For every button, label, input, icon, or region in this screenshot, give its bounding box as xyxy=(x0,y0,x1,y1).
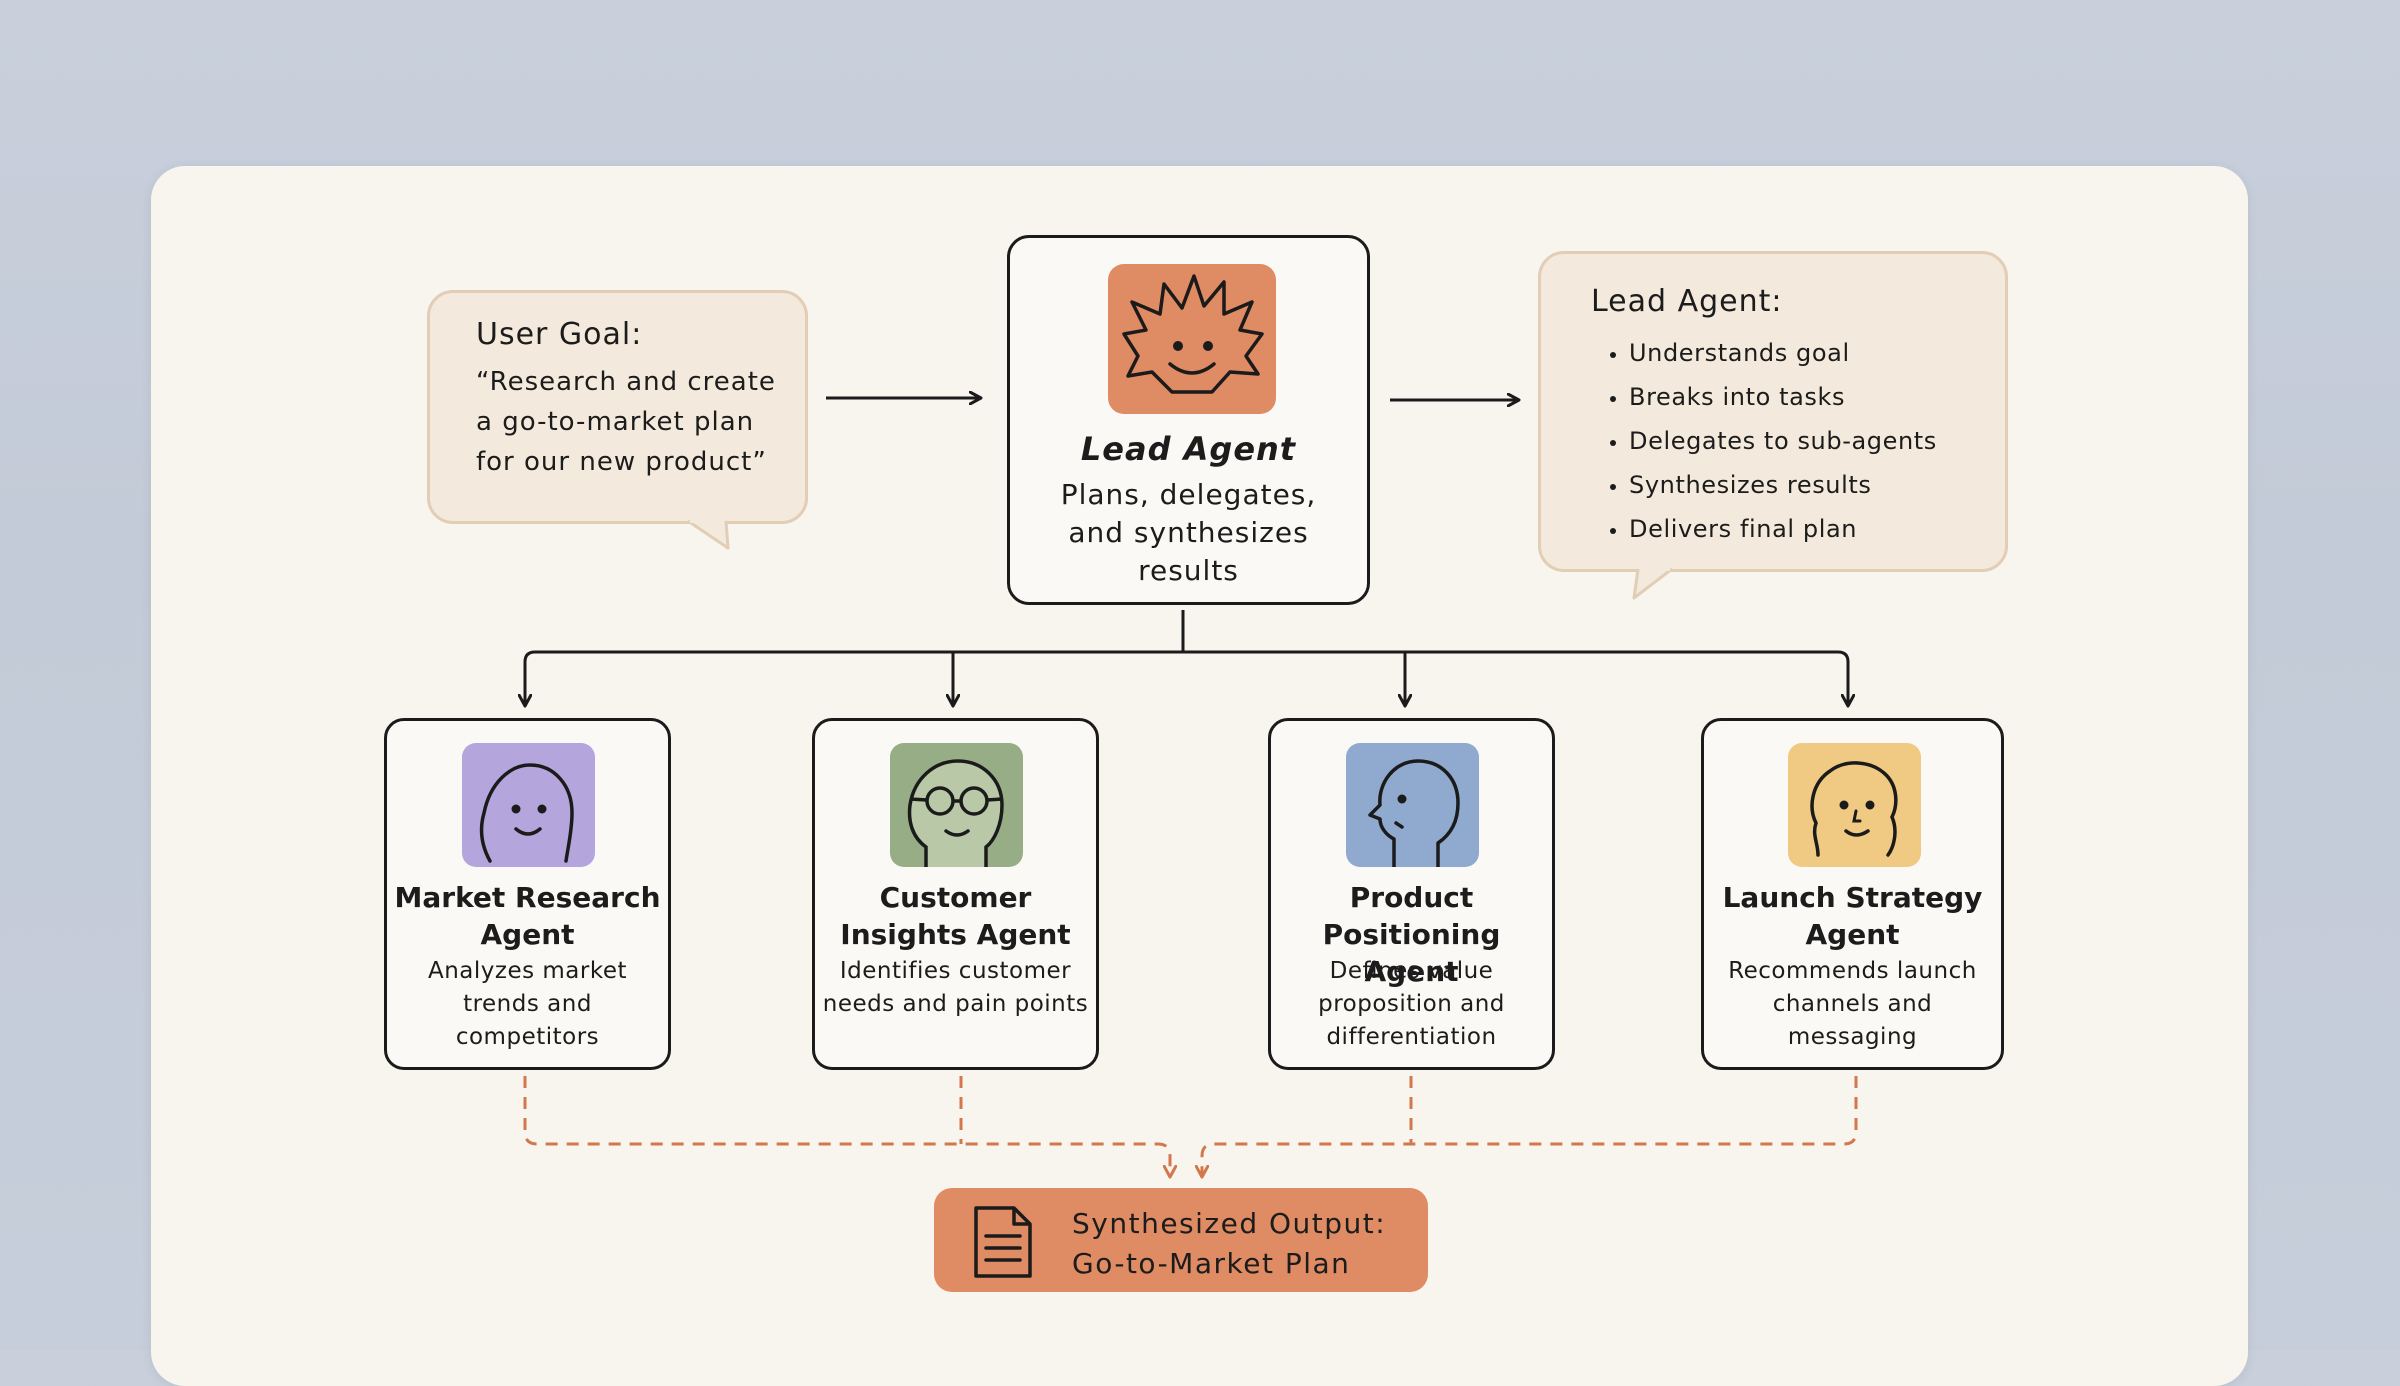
agent-name: Product Positioning Agent xyxy=(1322,881,1501,988)
lead-to-agents-connector xyxy=(525,610,1848,705)
lead-agent-description: Plans, delegates, and synthesizes result… xyxy=(1060,478,1317,587)
lead-info-item: Understands goal xyxy=(1629,331,2005,375)
agent-description: Identifies customer needs and pain point… xyxy=(822,958,1089,1017)
synthesized-output-box: Synthesized Output: Go-to-Market Plan xyxy=(934,1188,1428,1292)
lead-info-item: Synthesizes results xyxy=(1629,463,2005,507)
lead-info-bubble: Lead Agent: Understands goal Breaks into… xyxy=(1538,251,2008,572)
lead-info-title: Lead Agent: xyxy=(1591,284,1783,319)
user-goal-bubble-tail xyxy=(687,518,730,550)
lead-agent-name: Lead Agent xyxy=(1080,430,1297,468)
output-label: Synthesized Output: xyxy=(1072,1207,1387,1240)
output-value: Go-to-Market Plan xyxy=(1072,1247,1351,1280)
customer-insights-agent-card: Customer Insights Agent Identifies custo… xyxy=(812,718,1099,1070)
user-goal-bubble: User Goal: “Research and create a go-to-… xyxy=(427,290,808,524)
profile-head-icon xyxy=(1346,743,1479,869)
agent-name: Launch Strategy Agent xyxy=(1722,881,1983,951)
agents-to-output-connector xyxy=(523,1076,1858,1176)
blob-face-icon xyxy=(1788,743,1921,867)
user-goal-quote: “Research and create a go-to-market plan… xyxy=(476,367,776,477)
document-icon xyxy=(974,1206,1032,1278)
product-positioning-agent-card: Product Positioning Agent Defines value … xyxy=(1268,718,1555,1070)
launch-strategy-agent-card: Launch Strategy Agent Recommends launch … xyxy=(1701,718,2004,1070)
spiky-face-icon xyxy=(1108,264,1276,414)
lead-agent-card: Lead Agent Plans, delegates, and synthes… xyxy=(1007,235,1370,605)
connectors xyxy=(0,0,1858,1350)
agent-name: Market Research Agent xyxy=(394,881,661,951)
lead-info-item: Breaks into tasks xyxy=(1629,375,2005,419)
user-goal-title: User Goal: xyxy=(476,317,643,352)
agent-description: Recommends launch channels and messaging xyxy=(1728,958,1977,1050)
lead-info-item: Delegates to sub-agents xyxy=(1629,419,2005,463)
agent-description: Analyzes market trends and competitors xyxy=(427,958,628,1050)
round-face-icon xyxy=(462,743,595,867)
lead-info-item: Delivers final plan xyxy=(1629,507,2005,551)
agent-description: Defines value proposition and differenti… xyxy=(1318,958,1505,1050)
lead-info-list: Understands goal Breaks into tasks Deleg… xyxy=(1591,331,2005,551)
lead-info-bubble-tail xyxy=(1632,566,1673,600)
agent-name: Customer Insights Agent xyxy=(840,881,1071,951)
market-research-agent-card: Market Research Agent Analyzes market tr… xyxy=(384,718,671,1070)
glasses-face-icon xyxy=(890,743,1023,869)
